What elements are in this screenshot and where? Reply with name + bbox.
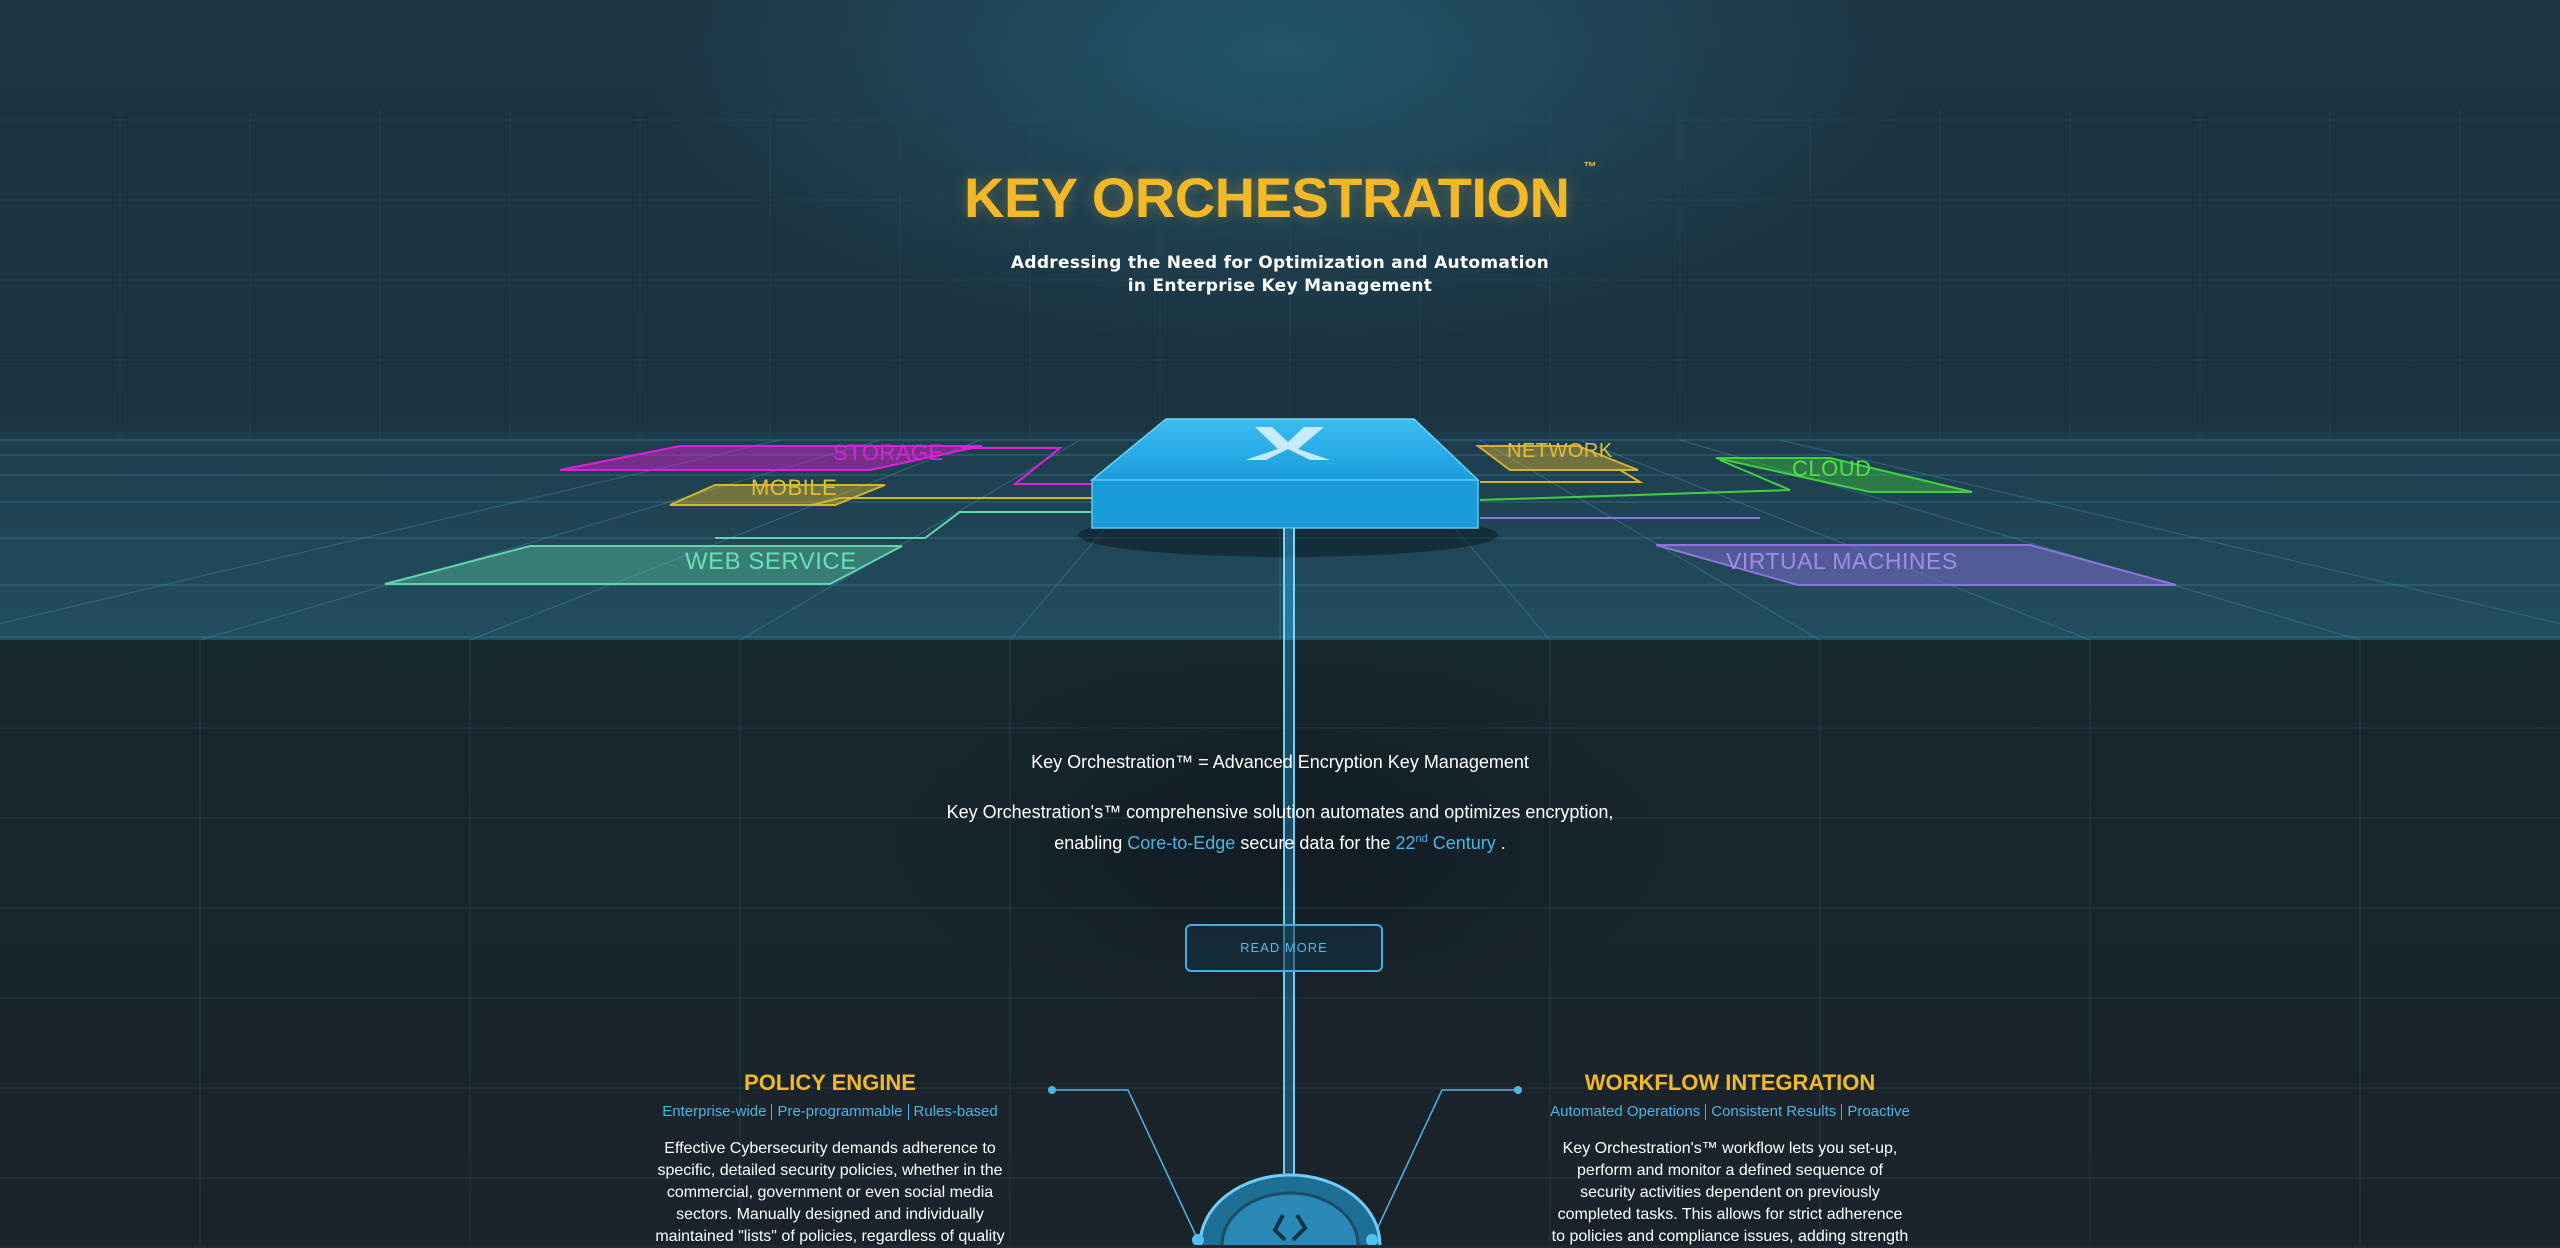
read-more-button[interactable]: READ MORE <box>1185 924 1383 972</box>
workflow-integration-text: Key Orchestration's™ workflow lets you s… <box>1551 1140 1909 1246</box>
x-logo-icon <box>1245 427 1330 460</box>
workflow-integration-feature: WORKFLOW INTEGRATION Automated Operation… <box>1550 1070 1910 1248</box>
vm-platform <box>1655 544 2177 586</box>
workflow-tag-1: Automated Operations <box>1550 1103 1701 1120</box>
workflow-tag-2: Consistent Results <box>1711 1103 1837 1120</box>
policy-engine-text: Effective Cybersecurity demands adherenc… <box>655 1140 1005 1246</box>
virtual-machines-label[interactable]: VIRTUAL MACHINES <box>1726 548 1958 574</box>
subtitle-line-1: Addressing the Need for Optimization and… <box>1010 253 1550 273</box>
mobile-label[interactable]: MOBILE <box>751 475 838 500</box>
trademark-mark: ™ <box>1583 159 1596 175</box>
workflow-integration-title[interactable]: WORKFLOW INTEGRATION <box>1584 1070 1876 1095</box>
workflow-connector <box>1371 1089 1518 1241</box>
policy-engine-tags: Enterprise-wide Pre-programmable Rules-bas… <box>650 1103 1010 1121</box>
perspective-grid <box>0 110 2560 640</box>
intro-line-1: Key Orchestration's™ comprehensive solut… <box>946 802 1614 822</box>
base-device-icon <box>1192 1173 1382 1245</box>
policy-node-icon <box>1048 1086 1056 1094</box>
policy-engine-feature: POLICY ENGINE Enterprise-wide Pre-program… <box>650 1070 1010 1248</box>
web-service-label[interactable]: WEB SERVICE <box>685 548 857 575</box>
page-subtitle: Addressing the Need for Optimization and… <box>0 252 2560 298</box>
policy-engine-title[interactable]: POLICY ENGINE <box>744 1070 916 1095</box>
intro-description: Key Orchestration's™ comprehensive solut… <box>0 799 2560 857</box>
content-grid <box>0 640 2560 1245</box>
intro-text-secure: secure data for the <box>1240 833 1391 853</box>
workflow-node-icon <box>1514 1086 1522 1094</box>
policy-tag-1: Enterprise-wide <box>662 1103 767 1120</box>
web-service-platform <box>384 545 903 585</box>
cloud-platform <box>1715 457 1973 493</box>
storage-connector <box>962 447 1095 485</box>
intro-period: . <box>1500 833 1506 853</box>
century-link[interactable]: 22nd Century <box>1395 833 1496 853</box>
key-orchestration-equation: Key Orchestration™ = Advanced Encryption… <box>1031 752 1529 772</box>
policy-tag-3: Rules-based <box>913 1103 998 1120</box>
hub-front <box>1091 479 1479 529</box>
network-platform <box>1475 445 1639 471</box>
intro-text-enabling: enabling <box>1054 833 1123 853</box>
network-connector <box>1480 469 1644 483</box>
intro-line-2: enabling Core-to-Edge secure data for th… <box>0 826 2560 857</box>
cloud-connector <box>1479 459 1791 501</box>
cloud-label[interactable]: CLOUD <box>1792 456 1872 481</box>
policy-tag-2: Pre-programmable <box>777 1103 903 1120</box>
web-service-connector <box>715 511 1095 539</box>
subtitle-line-2: in Enterprise Key Management <box>1127 276 1433 296</box>
storage-platform <box>559 445 983 471</box>
mobile-platform <box>669 484 886 506</box>
workflow-tag-3: Proactive <box>1847 1103 1910 1120</box>
core-to-edge-link[interactable]: Core-to-Edge <box>1127 833 1236 853</box>
policy-connector <box>1052 1089 1199 1241</box>
mobile-connector <box>811 497 1095 506</box>
workflow-integration-tags: Automated Operations Consistent Results Pr… <box>1550 1103 1910 1121</box>
network-label[interactable]: NETWORK <box>1507 440 1613 462</box>
storage-label[interactable]: STORAGE <box>833 440 944 465</box>
